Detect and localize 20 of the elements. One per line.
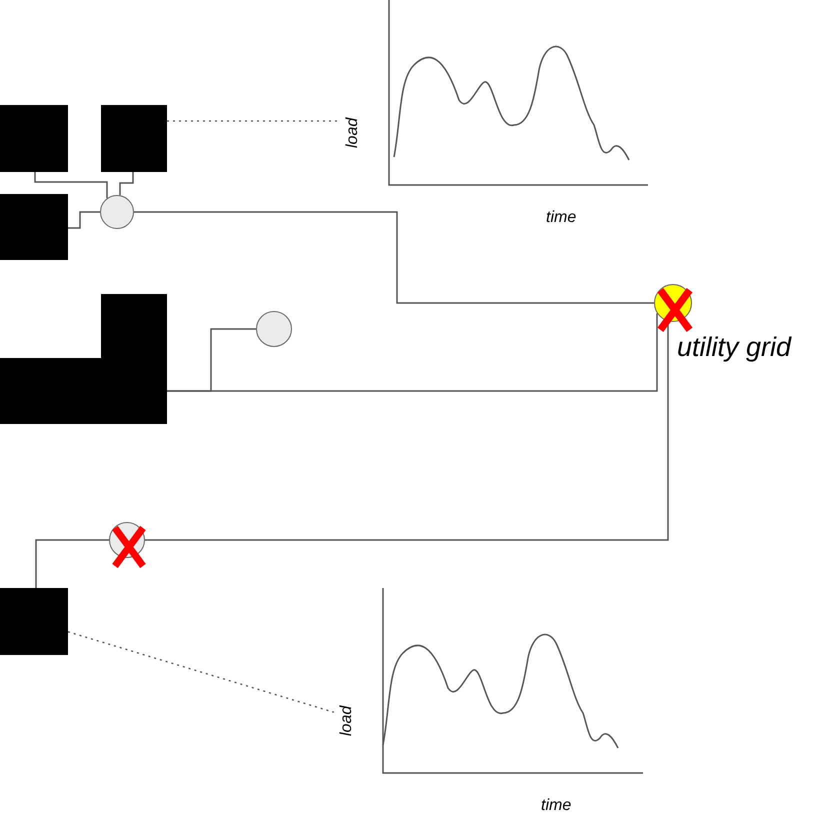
connector-line: [68, 211, 100, 229]
junction-circle: [256, 311, 292, 347]
connector-line: [34, 172, 108, 198]
axis-label: load: [338, 706, 356, 736]
building-block: [0, 194, 68, 260]
dotted-line: [68, 631, 334, 713]
grid-label: utility grid: [677, 332, 792, 364]
connector-line: [167, 328, 256, 392]
axis-label: time: [541, 797, 572, 816]
axis-label: load: [344, 118, 362, 148]
junction-circle: [100, 195, 134, 229]
building-block: [0, 588, 68, 655]
building-block: [101, 105, 167, 172]
building-block: [0, 294, 167, 424]
axis-label: time: [546, 209, 576, 228]
building-block: [0, 105, 68, 172]
connector-line: [134, 211, 654, 304]
connector-line: [35, 539, 109, 588]
connector-line: [119, 172, 134, 196]
dotted-line: [167, 120, 340, 122]
